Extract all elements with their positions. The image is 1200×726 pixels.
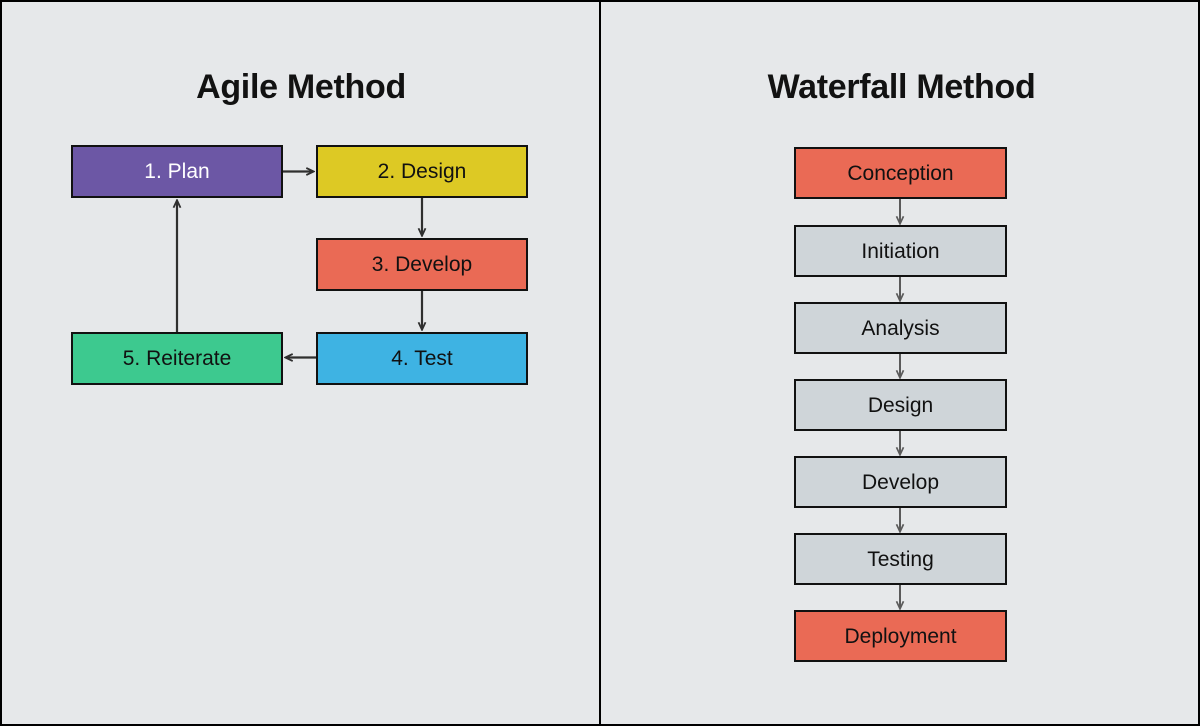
agile-node-plan[interactable]: 1. Plan — [71, 145, 283, 198]
waterfall-panel-title: Waterfall Method — [767, 68, 1036, 106]
waterfall-panel: Waterfall Method — [601, 2, 1198, 724]
agile-node-test[interactable]: 4. Test — [316, 332, 528, 385]
agile-node-develop[interactable]: 3. Develop — [316, 238, 528, 291]
waterfall-node-analysis[interactable]: Analysis — [794, 302, 1007, 354]
waterfall-node-conception[interactable]: Conception — [794, 147, 1007, 199]
waterfall-node-develop[interactable]: Develop — [794, 456, 1007, 508]
panel-divider — [599, 2, 601, 724]
agile-connectors — [2, 2, 600, 726]
waterfall-node-initiation[interactable]: Initiation — [794, 225, 1007, 277]
agile-panel-title: Agile Method — [196, 68, 406, 106]
waterfall-node-design[interactable]: Design — [794, 379, 1007, 431]
waterfall-node-deployment[interactable]: Deployment — [794, 610, 1007, 662]
waterfall-node-testing[interactable]: Testing — [794, 533, 1007, 585]
agile-panel: Agile Method 1. Plan — [2, 2, 600, 726]
agile-node-reiterate[interactable]: 5. Reiterate — [71, 332, 283, 385]
agile-node-design[interactable]: 2. Design — [316, 145, 528, 198]
